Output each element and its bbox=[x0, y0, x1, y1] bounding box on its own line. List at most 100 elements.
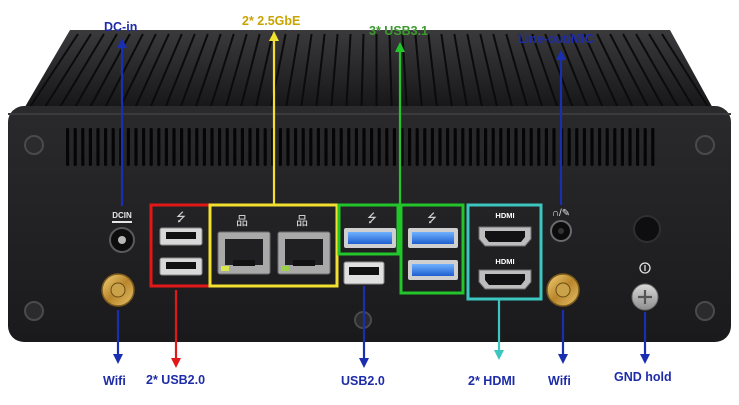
vent-slot bbox=[469, 128, 472, 166]
svg-text:⭍: ⭍ bbox=[176, 210, 186, 224]
vent-slot bbox=[378, 128, 381, 166]
vent-slot bbox=[362, 128, 365, 166]
vent-slot bbox=[89, 128, 92, 166]
audio-jack: ∩/✎ bbox=[551, 208, 571, 241]
vent-slot bbox=[514, 128, 517, 166]
vent-slot bbox=[134, 128, 137, 166]
vent-slot bbox=[112, 128, 115, 166]
vent-slot bbox=[256, 128, 259, 166]
vent-slot bbox=[180, 128, 183, 166]
label-line-out-mic: Line-out/MIC bbox=[518, 32, 594, 46]
vent-slot bbox=[286, 128, 289, 166]
vent-slot bbox=[621, 128, 624, 166]
vent-slot bbox=[499, 128, 502, 166]
hdmi-mark-bottom: HDMI bbox=[495, 257, 514, 266]
vent-slot bbox=[552, 128, 555, 166]
vent-slot bbox=[545, 128, 548, 166]
vent-slot bbox=[150, 128, 153, 166]
vent-slot bbox=[370, 128, 373, 166]
vent-slot bbox=[446, 128, 449, 166]
vent-slot bbox=[74, 128, 77, 166]
label-usb31: 3* USB3.1 bbox=[369, 24, 428, 38]
vent-slot bbox=[575, 128, 578, 166]
label-wifi-left: Wifi bbox=[103, 374, 126, 388]
label-wifi-right: Wifi bbox=[548, 374, 571, 388]
vent-slot bbox=[233, 128, 236, 166]
dc-in-jack: DCIN bbox=[110, 211, 134, 252]
vent-slot bbox=[423, 128, 426, 166]
vent-slot bbox=[332, 128, 335, 166]
rear-knob bbox=[634, 216, 660, 242]
vent-slot bbox=[613, 128, 616, 166]
vent-slot bbox=[530, 128, 533, 166]
vent-slot bbox=[355, 128, 358, 166]
vent-slot bbox=[431, 128, 434, 166]
vent-slot bbox=[248, 128, 251, 166]
vent-slot bbox=[142, 128, 145, 166]
vent-slot bbox=[476, 128, 479, 166]
vent-slot bbox=[264, 128, 267, 166]
vent-slot bbox=[438, 128, 441, 166]
label-usb20-single: USB2.0 bbox=[341, 374, 385, 388]
vent-slot bbox=[241, 128, 244, 166]
label-hdmi: 2* HDMI bbox=[468, 374, 515, 388]
vent-slot bbox=[157, 128, 160, 166]
vent-slot bbox=[606, 128, 609, 166]
vent-slot bbox=[172, 128, 175, 166]
label-2-5gbe: 2* 2.5GbE bbox=[242, 14, 300, 28]
wifi-antenna-left bbox=[102, 274, 134, 306]
vent-slot bbox=[454, 128, 457, 166]
svg-text:∩/✎: ∩/✎ bbox=[552, 208, 570, 219]
vent-slot bbox=[96, 128, 99, 166]
vent-slot bbox=[226, 128, 229, 166]
vent-slot bbox=[651, 128, 654, 166]
vent-slot bbox=[598, 128, 601, 166]
vent-slot bbox=[66, 128, 69, 166]
heatsink-top bbox=[22, 30, 715, 112]
usb20-single bbox=[344, 262, 384, 284]
vent-slot bbox=[279, 128, 282, 166]
vent-slot bbox=[568, 128, 571, 166]
vent-slot bbox=[309, 128, 312, 166]
vent-slot bbox=[340, 128, 343, 166]
svg-text:品: 品 bbox=[296, 214, 308, 228]
hdmi-mark-top: HDMI bbox=[495, 211, 514, 220]
vent-slot bbox=[324, 128, 327, 166]
vent-slot bbox=[165, 128, 168, 166]
vent-slot bbox=[393, 128, 396, 166]
dcin-mark: DCIN bbox=[112, 211, 132, 220]
vent-slot bbox=[385, 128, 388, 166]
wifi-antenna-right bbox=[547, 274, 579, 306]
vent-slot bbox=[302, 128, 305, 166]
vent-slot bbox=[484, 128, 487, 166]
vent-slot bbox=[408, 128, 411, 166]
vent-slot bbox=[636, 128, 639, 166]
vent-slot bbox=[492, 128, 495, 166]
vent-slot bbox=[537, 128, 540, 166]
vent-slot bbox=[188, 128, 191, 166]
svg-text:⭍: ⭍ bbox=[367, 211, 377, 225]
svg-text:品: 品 bbox=[236, 214, 248, 228]
vent-slot bbox=[127, 128, 130, 166]
vent-slot bbox=[644, 128, 647, 166]
vent-slot bbox=[461, 128, 464, 166]
vent-slot bbox=[347, 128, 350, 166]
vent-slot bbox=[195, 128, 198, 166]
vent-slot bbox=[583, 128, 586, 166]
vent-slot bbox=[507, 128, 510, 166]
vent-slot bbox=[628, 128, 631, 166]
label-usb20-pair: 2* USB2.0 bbox=[146, 373, 205, 387]
label-dc-in: DC-in bbox=[104, 20, 137, 34]
vent-slot bbox=[590, 128, 593, 166]
vent-slot bbox=[81, 128, 84, 166]
vent-slot bbox=[104, 128, 107, 166]
vent-slot bbox=[203, 128, 206, 166]
vent-slot bbox=[294, 128, 297, 166]
vent-slot bbox=[210, 128, 213, 166]
vent-slot bbox=[218, 128, 221, 166]
vent-slot bbox=[522, 128, 525, 166]
vent-slot bbox=[416, 128, 419, 166]
label-gnd-hold: GND hold bbox=[614, 370, 672, 384]
